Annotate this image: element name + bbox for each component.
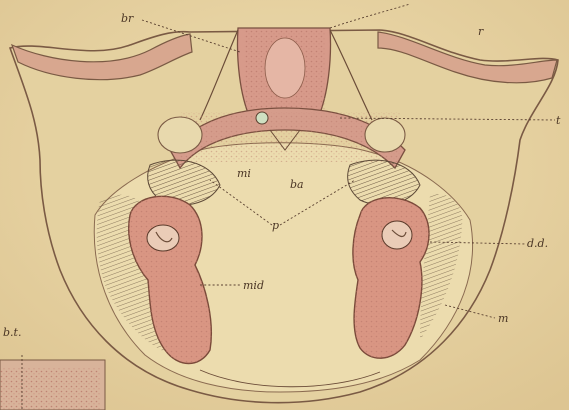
upper-right-lobe [365, 118, 405, 152]
label-p: p [272, 219, 279, 232]
left-condyle-core [147, 225, 179, 251]
label-mi: mi [237, 167, 251, 180]
label-dd: d.d. [527, 237, 548, 250]
central-column-nucleus [265, 38, 305, 98]
label-mid: mid [243, 279, 264, 292]
label-bt: b.t. [3, 326, 21, 339]
label-br: br [121, 12, 134, 25]
label-t: t [556, 114, 561, 127]
label-r: r [478, 25, 484, 38]
inset-panel [0, 355, 105, 410]
label-m: m [498, 312, 508, 325]
label-ba: ba [290, 178, 304, 191]
central-foramen [256, 112, 268, 124]
upper-left-lobe [158, 117, 202, 153]
